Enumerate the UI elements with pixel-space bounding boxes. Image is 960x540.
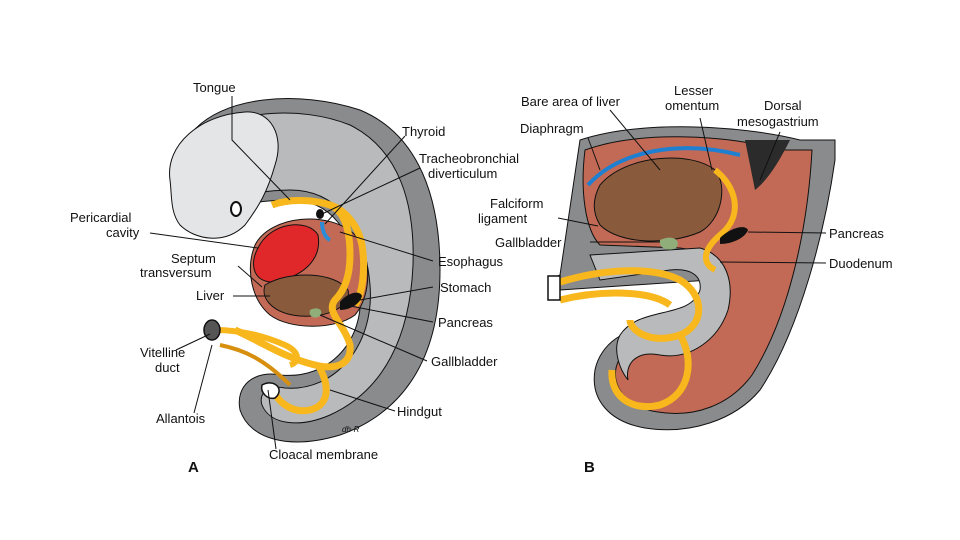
panel-a-labels: Tongue Thyroid Tracheobronchial divertic… [70, 80, 519, 476]
label-septum: Septum [171, 251, 216, 266]
panel-b-gray-band [589, 247, 731, 381]
diaphragm-shape [586, 146, 741, 187]
lead-bare-area [609, 109, 661, 171]
panel-b-leader-lines [557, 109, 827, 264]
panel-b [547, 126, 836, 431]
panel-a-hindgut-loop [268, 363, 330, 415]
artist-signature: dh-R [342, 425, 360, 434]
label-omentum: omentum [665, 98, 719, 113]
label-pancreas-b: Pancreas [829, 226, 884, 241]
panel-a-gut-tube [233, 197, 368, 371]
label-gallbladder: Gallbladder [431, 354, 498, 369]
label-allantois: Allantois [156, 411, 206, 426]
thyroid-shape [320, 221, 332, 242]
label-duodenum: Duodenum [829, 256, 893, 271]
panel-b-hindgut-loop [608, 333, 692, 410]
lead-diaphragm [587, 137, 601, 171]
lead-hindgut [329, 389, 396, 412]
lead-dorsal-mesogastrium [759, 131, 781, 181]
label-cloacal-membrane: Cloacal membrane [269, 447, 378, 462]
panel-b-liver-shape [593, 157, 723, 242]
panel-a-eye [230, 201, 242, 217]
vitelline-duct-shape [214, 327, 300, 368]
lead-duodenum [719, 261, 827, 264]
label-lesser: Lesser [674, 83, 714, 98]
label-falciform: Falciform [490, 196, 543, 211]
label-ligament: ligament [478, 211, 528, 226]
label-hindgut: Hindgut [397, 404, 442, 419]
vitelline-duct-end [203, 319, 221, 341]
label-thyroid: Thyroid [402, 124, 445, 139]
lead-septum [237, 265, 263, 288]
label-liver: Liver [196, 288, 225, 303]
label-duct: duct [155, 360, 180, 375]
lead-cloacal [267, 389, 277, 450]
lead-pancreas-b [747, 231, 827, 234]
panel-b-gut-loop [558, 267, 703, 342]
label-pancreas: Pancreas [438, 315, 493, 330]
label-diverticulum: diverticulum [428, 166, 497, 181]
label-vitelline: Vitelline [140, 345, 185, 360]
label-bare-area: Bare area of liver [521, 94, 621, 109]
tracheobronchial-bud [316, 209, 324, 219]
label-tongue: Tongue [193, 80, 236, 95]
lead-vitelline [175, 333, 211, 351]
label-cavity: cavity [106, 225, 140, 240]
dorsal-mesogastrium-shape [745, 140, 790, 190]
lead-stomach [359, 286, 434, 301]
label-gallbladder-b: Gallbladder [495, 235, 562, 250]
lead-lesser-omentum [699, 117, 713, 171]
lead-tongue [231, 96, 291, 201]
panel-a [169, 98, 441, 443]
panel-a-leader-lines [149, 96, 434, 450]
label-dorsal: Dorsal [764, 98, 802, 113]
allantois-shape [219, 343, 292, 387]
stomach-dark-shape [340, 292, 362, 310]
label-diaphragm: Diaphragm [520, 121, 584, 136]
label-transversum: transversum [140, 265, 212, 280]
label-esophagus: Esophagus [438, 254, 504, 269]
lead-gallbladder [319, 314, 428, 362]
lead-esophagus [339, 231, 434, 262]
gallbladder-shape [309, 308, 322, 318]
panel-letter-a: A [188, 459, 199, 476]
panel-b-lesser-omentum [703, 167, 738, 273]
panel-b-gallbladder-shape [659, 237, 678, 250]
panel-b-labels: Bare area of liver Lesser omentum Dorsal… [478, 83, 893, 476]
panel-b-cut-end [547, 275, 561, 301]
label-mesogastrium: mesogastrium [737, 114, 819, 129]
label-stomach: Stomach [440, 280, 491, 295]
lead-thyroid [324, 135, 406, 225]
panel-b-pancreas-shape [720, 227, 748, 244]
lead-tracheo [321, 167, 421, 215]
lead-pancreas [339, 303, 434, 323]
label-tracheobronchial: Tracheobronchial [419, 151, 519, 166]
lead-pericardial [149, 232, 259, 249]
panel-a-head [169, 111, 279, 239]
lead-allantois [193, 344, 213, 414]
panel-letter-b: B [584, 459, 595, 476]
heart-shape [253, 224, 320, 283]
label-pericardial: Pericardial [70, 210, 132, 225]
cloacal-membrane-shape [260, 382, 280, 400]
lead-falciform [557, 217, 599, 227]
